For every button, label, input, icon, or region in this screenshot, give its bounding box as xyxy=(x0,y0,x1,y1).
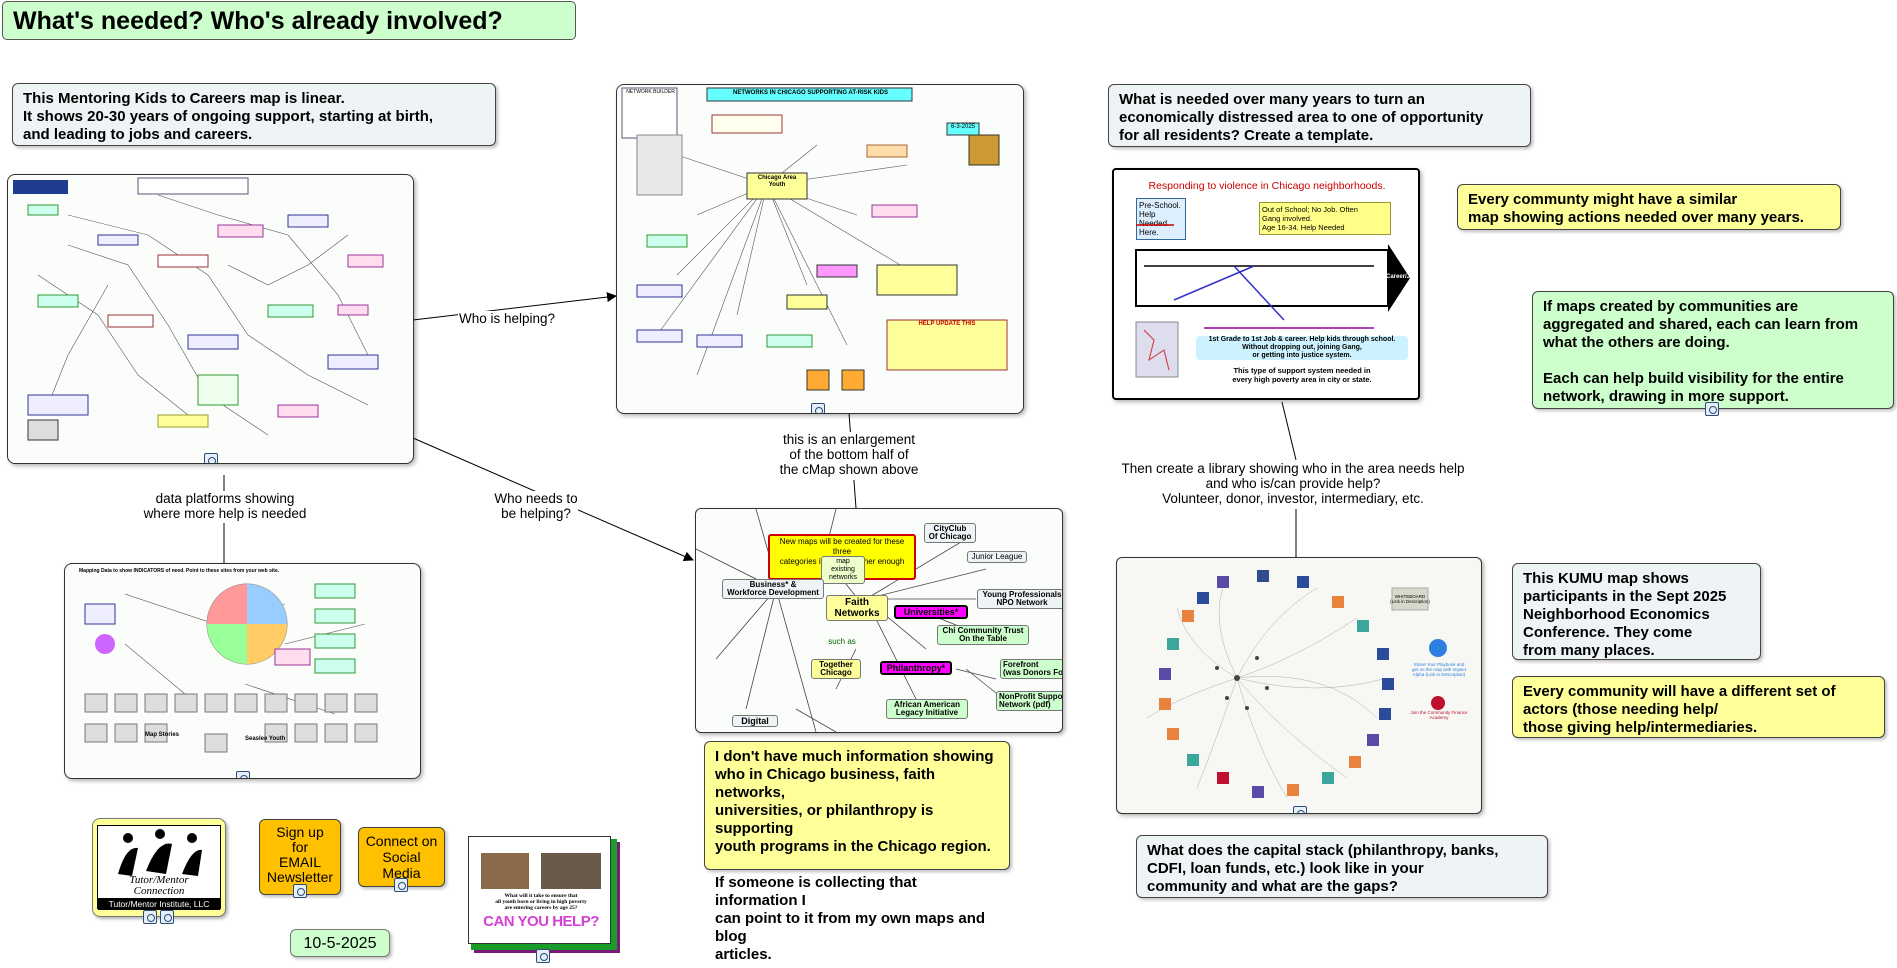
community-finance-label: Join the Community Finance Academy xyxy=(1410,710,1468,720)
business-workforce-node: Business* & Workforce Development xyxy=(722,579,824,599)
date-badge: 10-5-2025 xyxy=(290,929,390,957)
share-playbook-label: Share Your Playbook and get on the map w… xyxy=(1411,662,1467,677)
social-media-button[interactable]: Connect on Social Media xyxy=(358,827,445,887)
nonprofit-support-node: NonProfit Suppo Network (pdf) xyxy=(996,691,1062,711)
needed-many-years-note: What is needed over many years to turn a… xyxy=(1108,84,1531,147)
different-actors-note: Every community will have a different se… xyxy=(1512,676,1885,738)
linear-map-note: This Mentoring Kids to Careers map is li… xyxy=(12,83,496,146)
career-job-label: Career/Job xyxy=(1386,274,1418,280)
data-indicators-title: Mapping Data to show INDICATORS of need.… xyxy=(79,568,280,574)
forefront-node: Forefront (was Donors Fo xyxy=(1000,659,1062,679)
map-link-icon[interactable] xyxy=(1293,806,1307,813)
such-as-label: such as xyxy=(828,637,856,646)
networks-map-graphic xyxy=(621,87,1008,391)
can-you-help-flyer[interactable]: What will it take to ensure that all you… xyxy=(468,836,620,953)
link-icon[interactable] xyxy=(143,910,157,924)
networks-map-thumbnail[interactable]: NETWORKS IN CHICAGO SUPPORTING AT-RISK K… xyxy=(616,84,1024,414)
out-of-school-note: Out of School; No Job. Often Gang involv… xyxy=(1259,202,1391,235)
map-link-icon[interactable] xyxy=(160,910,174,924)
map-link-icon[interactable] xyxy=(536,949,550,963)
capital-stack-note: What does the capital stack (philanthrop… xyxy=(1136,835,1548,898)
networks-help-update: HELP UPDATE THIS xyxy=(918,321,976,327)
preschool-note: Pre-School. Help Needed Here. xyxy=(1136,198,1186,240)
logo-name-line2: Connection xyxy=(133,885,185,897)
data-indicators-thumbnail[interactable]: Mapping Data to show INDICATORS of need.… xyxy=(64,563,421,779)
whiteboard-label: WHITEBOARD (Link in Description) xyxy=(1390,594,1430,604)
map-existing-node: map existing networks xyxy=(821,556,865,584)
violence-response-thumbnail[interactable]: Responding to violence in Chicago neighb… xyxy=(1112,168,1420,400)
data-platforms-label: data platforms showing where more help i… xyxy=(140,491,310,523)
maps-aggregated-note: If maps created by communities are aggre… xyxy=(1532,291,1894,409)
digital-node: Digital xyxy=(732,715,778,727)
philanthropy-node: Philanthropy* xyxy=(880,661,952,675)
kumu-map-note: This KUMU map shows participants in the … xyxy=(1512,563,1761,660)
support-needed-note: This type of support system needed in ev… xyxy=(1232,366,1372,384)
who-is-helping-arrow xyxy=(412,292,617,321)
map-link-icon[interactable] xyxy=(1705,402,1719,416)
violence-title: Responding to violence in Chicago neighb… xyxy=(1148,180,1386,192)
networks-title: NETWORKS IN CHICAGO SUPPORTING AT-RISK K… xyxy=(732,90,888,96)
logo-name-line1: Tutor/Mentor xyxy=(129,874,189,886)
faith-networks-node: Faith Networks xyxy=(826,595,888,621)
who-is-helping-label: Who is helping? xyxy=(458,311,556,327)
cityclub-node: CityClub Of Chicago xyxy=(924,523,976,543)
mentoring-map-thumbnail[interactable] xyxy=(7,174,414,464)
tutor-mentor-logo[interactable]: Tutor/Mentor Connection Tutor/Mentor Ins… xyxy=(92,818,226,917)
mentoring-map-graphic xyxy=(13,177,384,441)
map-link-icon[interactable] xyxy=(204,453,218,463)
flyer-headline: CAN YOU HELP? xyxy=(483,913,599,930)
people-logo-icon xyxy=(118,829,202,876)
networks-date: 6-3-2025 xyxy=(950,124,976,130)
map-stories-label: Map Stories xyxy=(145,732,180,738)
kumu-map-graphic xyxy=(1146,570,1447,799)
young-professionals-node: Young Professionals NPO Network xyxy=(977,589,1062,609)
missing-info-note: I don't have much information showing wh… xyxy=(704,741,1010,963)
email-newsletter-button[interactable]: Sign up for EMAIL Newsletter xyxy=(259,819,341,895)
enlarged-network-thumbnail[interactable]: New maps will be created for these three… xyxy=(695,508,1063,733)
newsletter-link-icon[interactable] xyxy=(293,884,307,898)
african-american-legacy-node: African American Legacy Initiative xyxy=(886,699,968,719)
chi-community-trust-node: Chi Community Trust On the Table xyxy=(937,625,1029,645)
flyer-question: What will it take to ensure that all you… xyxy=(495,893,587,911)
data-indicators-graphic xyxy=(84,583,378,753)
library-label: Then create a library showing who in the… xyxy=(1108,461,1478,509)
violence-graphic xyxy=(1135,224,1410,378)
kumu-map-thumbnail[interactable]: WHITEBOARD (Link in Description) Share Y… xyxy=(1116,557,1482,814)
logo-footer: Tutor/Mentor Institute, LLC xyxy=(98,898,220,910)
map-link-icon[interactable] xyxy=(236,771,250,778)
universities-node: Universities* xyxy=(894,605,968,619)
map-link-icon[interactable] xyxy=(811,403,825,413)
community-similar-note: Every communty might have a similar map … xyxy=(1457,184,1841,230)
enlargement-label: this is an enlargement of the bottom hal… xyxy=(775,432,923,480)
who-needs-helping-label: Who needs to be helping? xyxy=(494,491,578,523)
first-grade-note: 1st Grade to 1st Job & career. Help kids… xyxy=(1196,336,1408,360)
social-link-icon[interactable] xyxy=(394,878,408,892)
networks-builder-label: NETWORK BUILDER xyxy=(626,89,675,95)
page-title: What's needed? Who's already involved? xyxy=(2,1,576,40)
seaslee-youth-label: Seaslee Youth xyxy=(245,736,286,742)
networks-center-node: Chicago Area Youth xyxy=(757,175,797,188)
junior-league-node: Junior League xyxy=(967,551,1027,563)
together-chicago-node: Together Chicago xyxy=(811,659,861,679)
